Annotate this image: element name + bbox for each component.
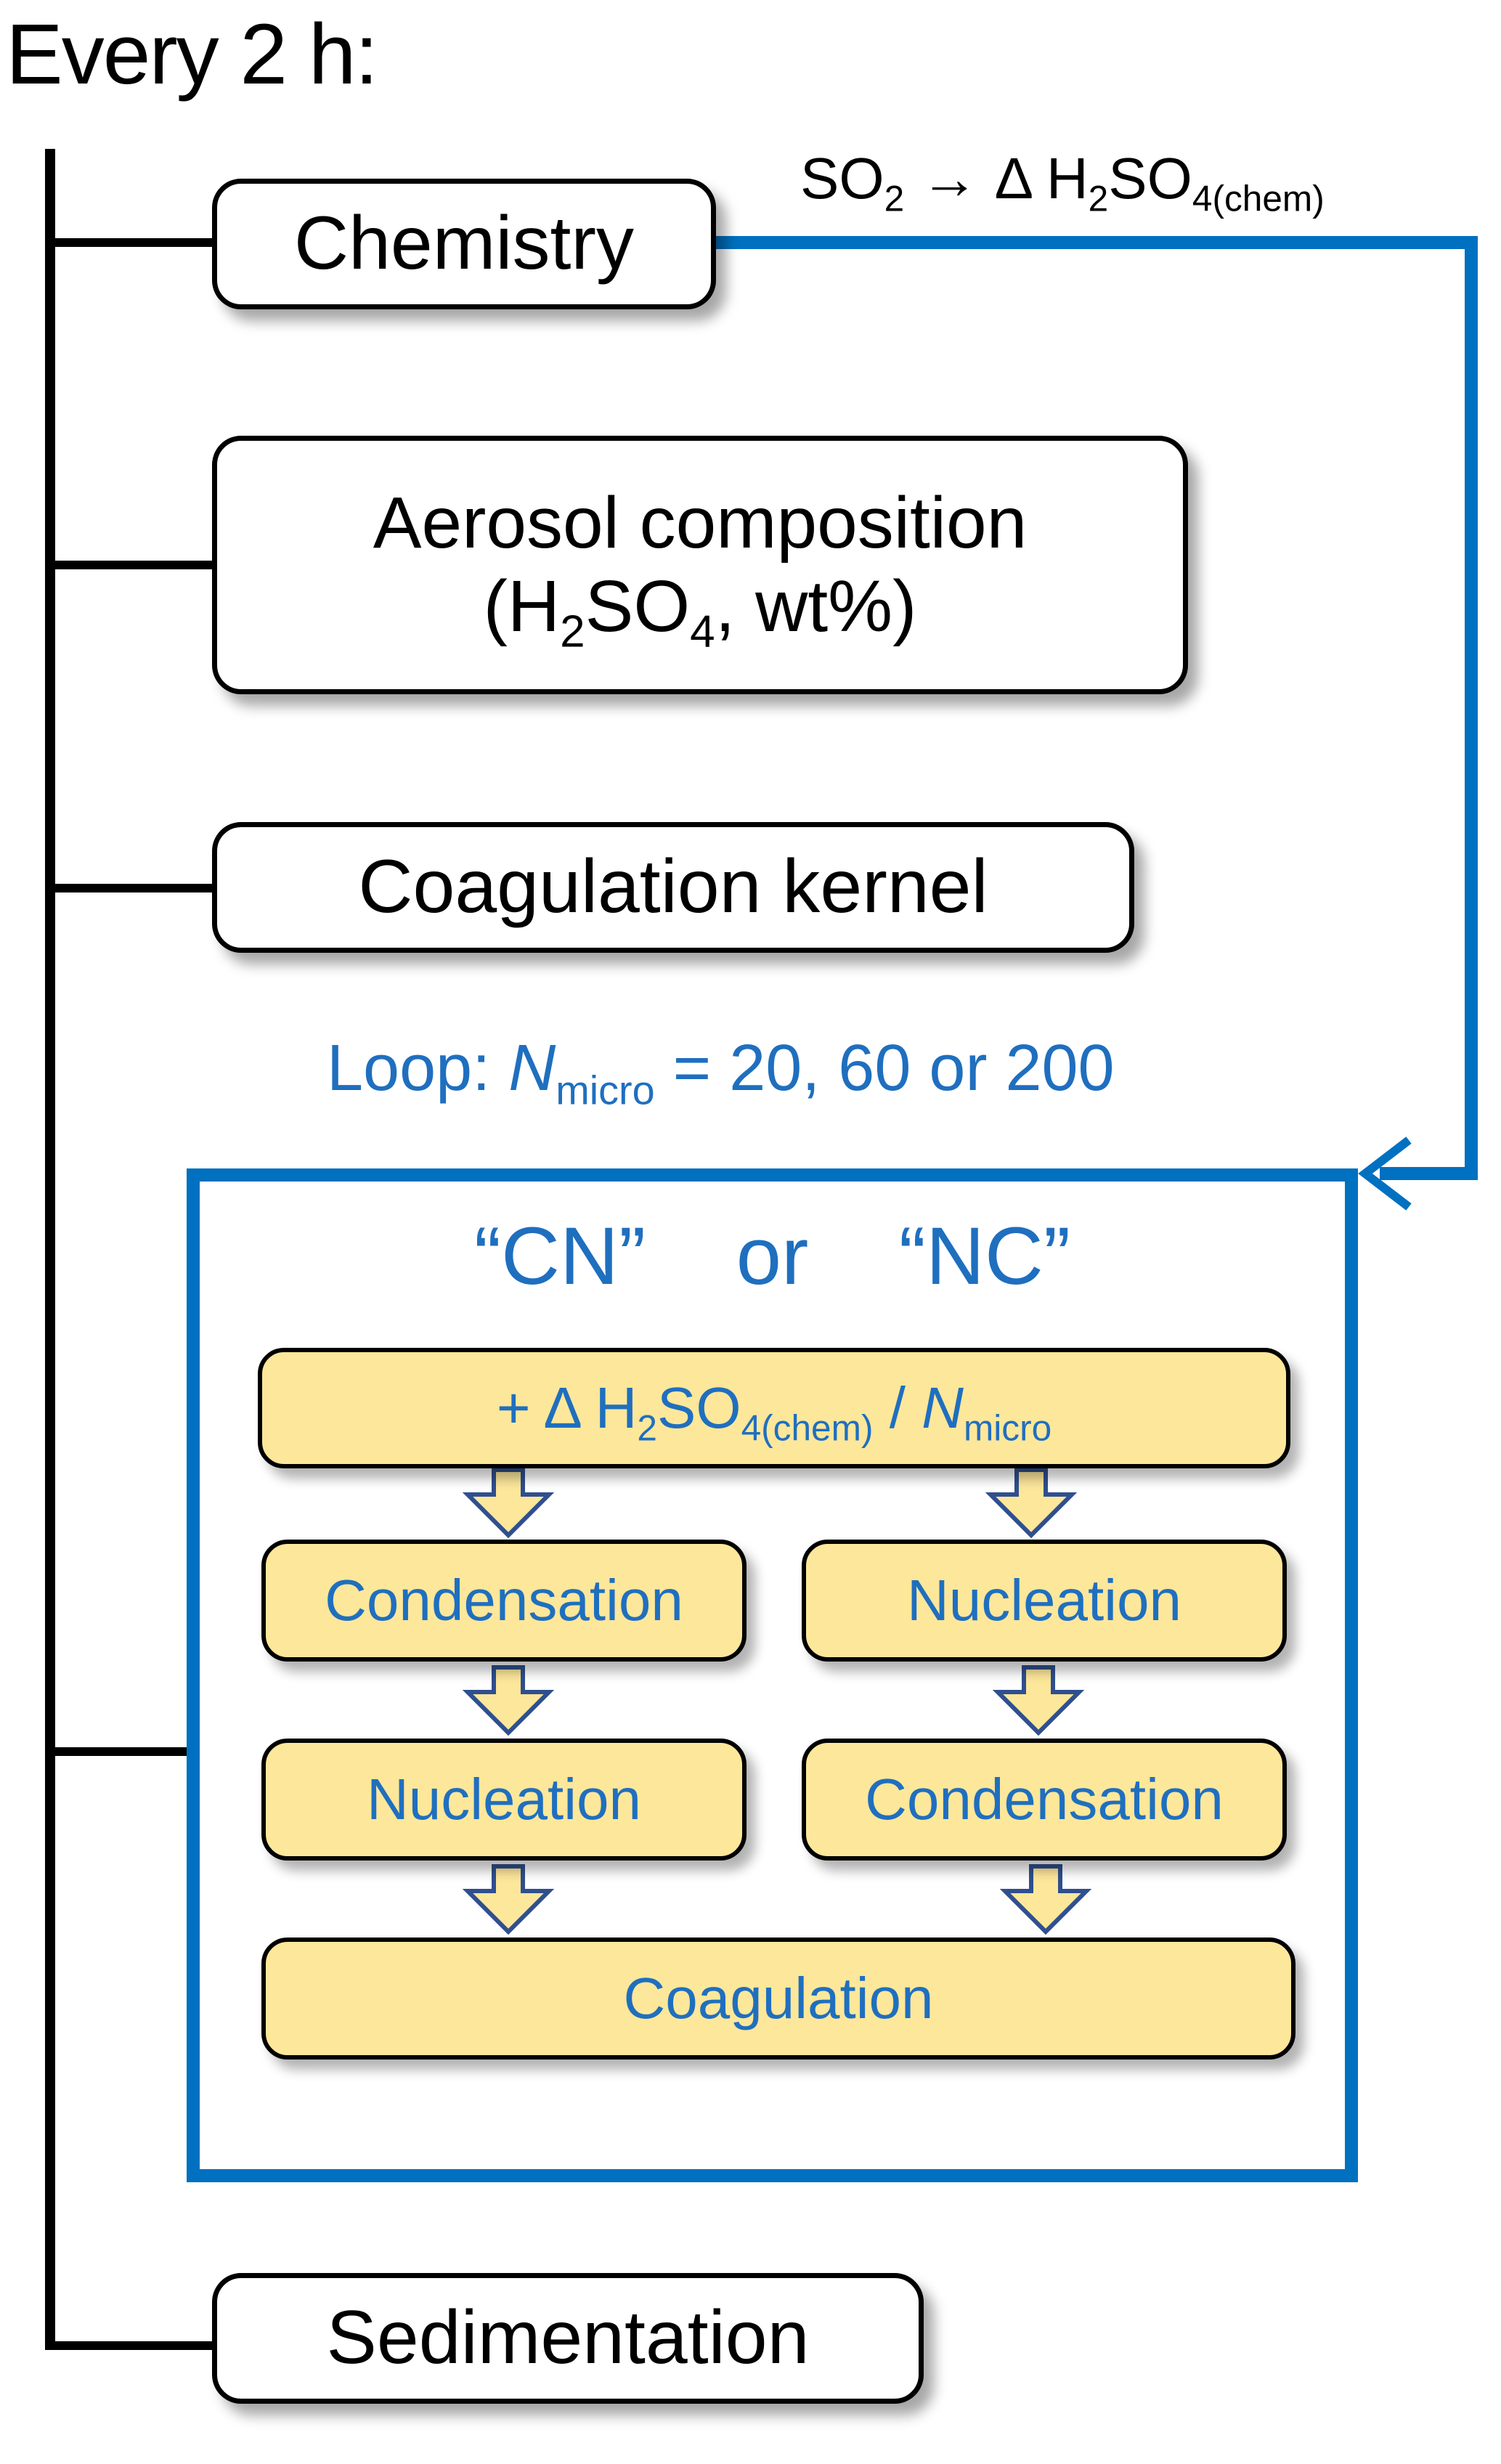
branch-sedimentation (45, 2341, 219, 2350)
reaction-label: SO2 → Δ H2SO4(chem) (800, 146, 1325, 219)
loop-connector-line (716, 236, 1478, 1180)
timeline-spine (45, 149, 55, 2349)
nc-step-condensation: Condensation (802, 1739, 1287, 1861)
arrow-down-icon (462, 1864, 555, 1935)
arrow-down-icon (462, 1665, 555, 1736)
order-options-label: “CN” or “NC” (473, 1211, 1071, 1301)
arrow-down-icon (992, 1665, 1085, 1736)
step-sedimentation: Sedimentation (212, 2273, 924, 2404)
diagram-title: Every 2 h: (6, 7, 378, 102)
loop-label: Loop: Nmicro = 20, 60 or 200 (327, 1032, 1115, 1113)
flow-arrows (462, 1468, 1092, 1935)
nc-step-nucleation: Nucleation (802, 1540, 1287, 1662)
branch-loop (45, 1747, 190, 1756)
arrow-down-icon (999, 1864, 1092, 1935)
branch-aerosol (45, 561, 219, 569)
branch-chemistry (45, 238, 219, 247)
cn-step-condensation: Condensation (261, 1540, 747, 1662)
arrow-down-icon (985, 1468, 1078, 1539)
step-coagulation: Coagulation (261, 1938, 1295, 2060)
branch-kernel (45, 884, 219, 893)
step-coagulation-kernel: Coagulation kernel (212, 822, 1134, 953)
step-chemistry: Chemistry (212, 179, 716, 309)
step-aerosol-composition: Aerosol composition (H2SO4, wt%) (212, 436, 1188, 694)
loop-frame (187, 1168, 1358, 2182)
cn-step-nucleation: Nucleation (261, 1739, 747, 1861)
loop-arrowhead-icon (1358, 1137, 1412, 1211)
step-add-h2so4: + Δ H2SO4(chem) / Nmicro (258, 1348, 1290, 1468)
arrow-down-icon (462, 1468, 555, 1539)
